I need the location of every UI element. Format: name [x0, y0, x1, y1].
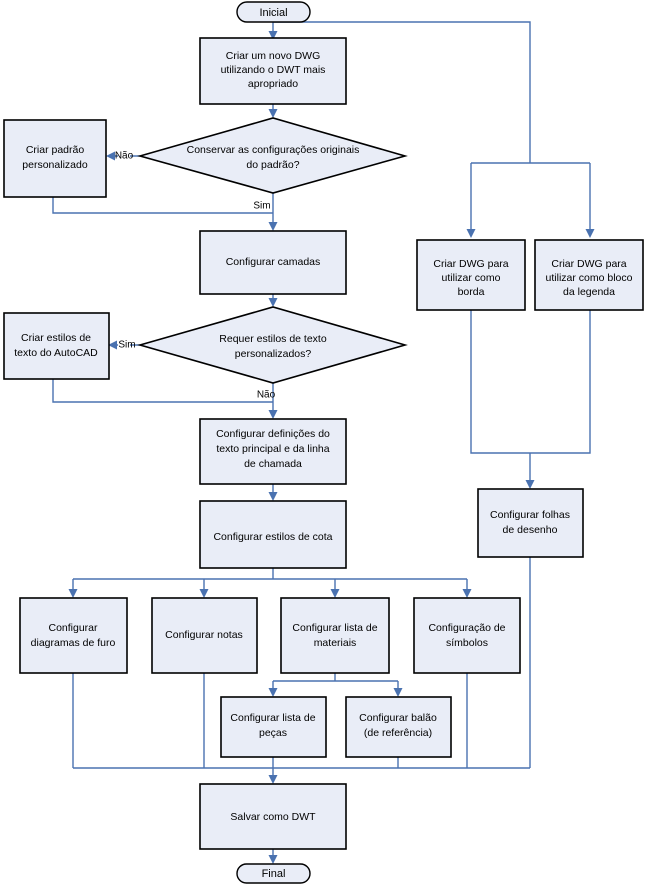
node-custom-standard-line1: Criar padrão: [26, 144, 85, 156]
node-decision-defaults-line2: do padrão?: [246, 159, 299, 171]
node-text-leader-defs-line2: texto principal e da linha: [216, 443, 329, 455]
node-bom[interactable]: Configurar lista de materiais: [280, 597, 390, 674]
node-hole-charts[interactable]: Configurar diagramas de furo: [19, 597, 128, 674]
node-save-dwt-label: Salvar como DWT: [230, 811, 316, 823]
edge-label-layer: Não Sim Sim Não: [115, 151, 276, 401]
node-save-dwt[interactable]: Salvar como DWT: [199, 783, 347, 850]
connector-merge-bus-to-save: [72, 673, 530, 777]
node-symbols-line2: símbolos: [446, 637, 488, 649]
node-decision-text-styles-line1: Requer estilos de texto: [219, 333, 327, 345]
node-dwg-border-line2: utilizar como: [442, 272, 501, 284]
connector-bom-fanout: [272, 673, 399, 690]
node-start[interactable]: Inicial: [236, 1, 311, 23]
arrowhead-config-layers: [268, 222, 278, 231]
node-custom-standard[interactable]: Criar padrão personalizado: [3, 119, 107, 198]
edge-label-text-styles-no: Não: [257, 390, 276, 401]
node-decision-defaults[interactable]: Conservar as configurações originais do …: [137, 117, 408, 194]
node-create-dwg-line2: utilizando o DWT mais: [221, 64, 326, 76]
node-balloon-line2: (de referência): [364, 727, 432, 739]
arrowhead-end: [268, 855, 278, 864]
node-dim-styles-label: Configurar estilos de cota: [213, 531, 332, 543]
connector-autocad-text-to-trunk: [52, 379, 273, 403]
node-dim-styles[interactable]: Configurar estilos de cota: [199, 500, 347, 569]
connector-dwg-boxes-to-sheets: [470, 310, 591, 482]
arrowhead-decision-defaults: [268, 109, 278, 118]
node-dwg-title-block-line3: da legenda: [563, 286, 615, 298]
arrowhead-bom: [330, 589, 340, 598]
node-notes[interactable]: Configurar notas: [151, 597, 258, 674]
arrowhead-dwg-title-block: [585, 229, 595, 238]
node-sheets-line2: de desenho: [503, 524, 558, 536]
node-hole-charts-line1: Configurar: [48, 622, 98, 634]
arrowhead-sheets: [525, 480, 535, 489]
node-parts-list-line1: Configurar lista de: [230, 712, 315, 724]
node-parts-list-line2: peças: [259, 727, 287, 739]
arrowhead-text-leader-defs: [268, 410, 278, 419]
arrowhead-dwg-border: [466, 229, 476, 238]
node-dwg-title-block[interactable]: Criar DWG para utilizar como bloco da le…: [534, 239, 644, 311]
arrowhead-custom-standard: [106, 151, 115, 161]
node-custom-standard-line2: personalizado: [22, 159, 88, 171]
node-dwg-title-block-line1: Criar DWG para: [551, 258, 626, 270]
node-hole-charts-line2: diagramas de furo: [31, 637, 116, 649]
connector-custom-standard-to-trunk: [52, 197, 273, 214]
arrowhead-create-dwg: [268, 31, 278, 40]
node-sheets-line1: Configurar folhas: [490, 509, 570, 521]
node-balloon-line1: Configurar balão: [359, 712, 437, 724]
arrowhead-dim-styles: [268, 492, 278, 501]
node-bom-line1: Configurar lista de: [292, 622, 377, 634]
node-autocad-text-styles-line1: Criar estilos de: [21, 332, 91, 344]
node-end[interactable]: Final: [236, 863, 311, 884]
node-dwg-border[interactable]: Criar DWG para utilizar como borda: [416, 239, 526, 311]
connector-layer: [52, 21, 595, 864]
node-decision-text-styles[interactable]: Requer estilos de texto personalizados?: [137, 306, 408, 384]
arrowhead-parts-list: [268, 688, 278, 697]
edge-label-defaults-yes: Sim: [253, 201, 270, 212]
node-dwg-title-block-line2: utilizar como bloco: [546, 272, 633, 284]
edge-label-defaults-no: Não: [115, 151, 134, 162]
connector-start-to-right-branch: [273, 21, 591, 229]
node-dwg-border-line1: Criar DWG para: [433, 258, 508, 270]
arrowhead-balloon: [393, 688, 403, 697]
arrowhead-notes: [199, 589, 209, 598]
node-text-leader-defs[interactable]: Configurar definições do texto principal…: [199, 418, 347, 485]
node-dwg-border-line3: borda: [458, 286, 485, 298]
node-bom-line2: materiais: [314, 637, 357, 649]
node-decision-text-styles-line2: personalizados?: [235, 348, 312, 360]
node-create-dwg-line3: apropriado: [248, 78, 298, 90]
node-config-layers[interactable]: Configurar camadas: [199, 230, 347, 295]
node-balloon[interactable]: Configurar balão (de referência): [345, 696, 452, 758]
node-symbols[interactable]: Configuração de símbolos: [413, 597, 521, 674]
connector-dim-styles-fanout: [72, 568, 468, 591]
arrowhead-hole-charts: [68, 589, 78, 598]
node-create-dwg[interactable]: Criar um novo DWG utilizando o DWT mais …: [199, 37, 347, 105]
arrowhead-autocad-text-styles: [108, 340, 117, 350]
node-autocad-text-styles[interactable]: Criar estilos de texto do AutoCAD: [3, 312, 110, 380]
node-create-dwg-line1: Criar um novo DWG: [226, 50, 321, 62]
arrowhead-save-dwt: [268, 775, 278, 784]
node-end-label: Final: [262, 868, 286, 880]
arrowhead-decision-text-styles: [268, 298, 278, 307]
node-start-label: Inicial: [259, 7, 287, 19]
arrowhead-symbols: [462, 589, 472, 598]
node-notes-label: Configurar notas: [165, 629, 243, 641]
edge-label-text-styles-yes: Sim: [118, 340, 135, 351]
node-parts-list[interactable]: Configurar lista de peças: [220, 696, 327, 758]
node-text-leader-defs-line1: Configurar definições do: [216, 428, 330, 440]
node-decision-defaults-line1: Conservar as configurações originais: [187, 144, 360, 156]
node-autocad-text-styles-line2: texto do AutoCAD: [14, 347, 98, 359]
node-config-layers-label: Configurar camadas: [226, 256, 321, 268]
node-text-leader-defs-line3: de chamada: [244, 458, 302, 470]
node-symbols-line1: Configuração de: [428, 622, 505, 634]
node-sheets[interactable]: Configurar folhas de desenho: [477, 488, 584, 558]
